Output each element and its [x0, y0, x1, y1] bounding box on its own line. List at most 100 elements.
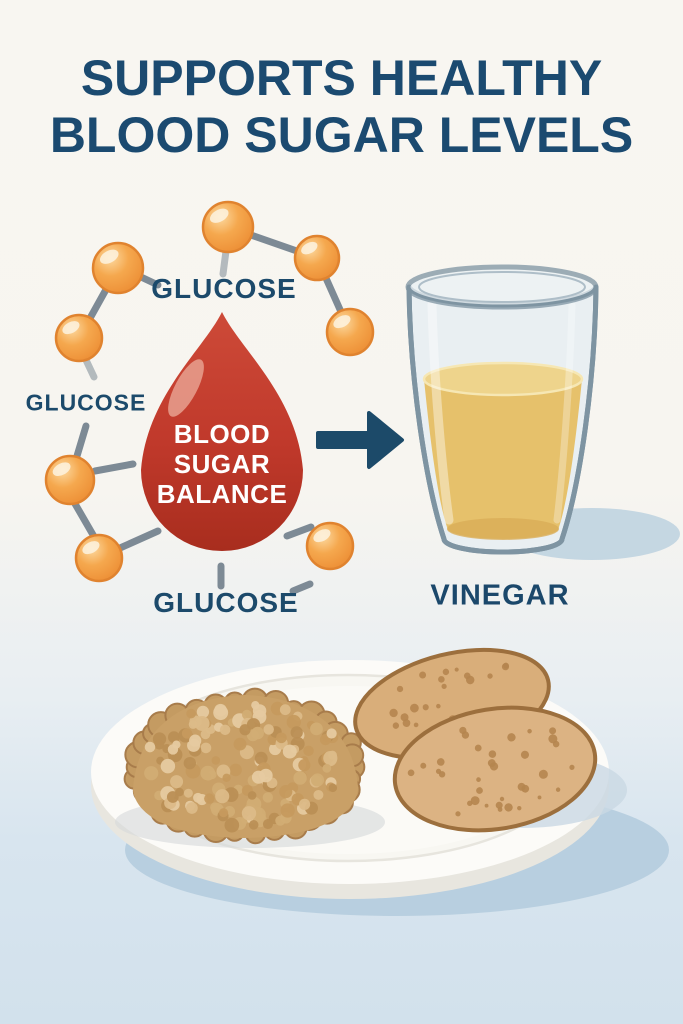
molecule-bond [116, 527, 162, 552]
cracker-speckle [407, 769, 415, 777]
grain-dot [200, 742, 212, 754]
grain-dot [298, 798, 311, 811]
blood-drop-highlight [168, 359, 204, 417]
grain-dot [252, 704, 267, 718]
cracker-speckle [501, 663, 510, 671]
molecule-highlight [333, 315, 351, 329]
glucose-molecule [74, 533, 124, 583]
cracker-speckle [499, 796, 505, 802]
glucose-label-bottom: GLUCOSE [153, 587, 299, 618]
grain-dot [222, 773, 231, 782]
cracker-speckle [517, 805, 522, 811]
cracker-speckle [420, 762, 427, 769]
grain-dot [196, 705, 210, 719]
cracker-speckle [470, 796, 480, 806]
cracker-speckle [438, 676, 445, 683]
grain-dot [144, 766, 159, 781]
vinegar-label: VINEGAR [430, 579, 570, 612]
grain-dot [219, 808, 229, 818]
grain-dot [200, 765, 216, 781]
cracker-speckle [441, 683, 447, 690]
grain-dot [263, 724, 274, 735]
cracker-speckle [461, 731, 470, 739]
molecule-bond [82, 356, 98, 381]
cracker-speckle [410, 703, 419, 713]
grain-dot [204, 793, 215, 804]
grain-dot [188, 720, 198, 729]
blood-drop-label-line-2: SUGAR [173, 449, 271, 479]
glucose-molecule [325, 307, 375, 357]
grain-dot [303, 745, 314, 757]
blood-drop-label-line-3: BALANCE [156, 479, 288, 509]
glucose-molecule [54, 313, 104, 363]
glass-highlight-left [427, 300, 454, 525]
blood-drop [141, 312, 303, 551]
grain-dot [241, 709, 252, 720]
liquid-bottom-shade [447, 518, 559, 540]
cracker-speckle [476, 787, 483, 794]
cracker-speckle [474, 744, 482, 752]
cracker-speckle [552, 740, 560, 748]
grain-dot [144, 741, 156, 753]
grain-dot [239, 724, 251, 736]
grain-dot [298, 759, 311, 772]
grain-dot [154, 739, 165, 750]
grain-dot [186, 708, 196, 719]
grain-dot [326, 728, 337, 739]
cracker-speckle [504, 803, 513, 812]
glass-outline [406, 286, 599, 555]
grain-dot [279, 704, 291, 716]
cracker-speckle [392, 722, 400, 729]
glucose-molecule [201, 200, 255, 254]
grain-dot [181, 728, 193, 739]
grain-dot [280, 803, 295, 818]
grain-dot [254, 751, 268, 765]
grain-dot [247, 791, 257, 800]
molecule-highlight [52, 462, 71, 476]
cracker-speckle [517, 782, 526, 791]
molecule-bond [73, 422, 90, 460]
grain-dot [186, 802, 198, 814]
cracker-front-speckles [407, 726, 575, 817]
grain-dot [167, 731, 180, 744]
grain-dot [293, 771, 307, 785]
grain-dot [276, 732, 287, 744]
glucose-label-left: GLUCOSE [25, 389, 147, 416]
cracker-speckle [436, 703, 441, 709]
cracker-speckle [495, 801, 503, 809]
grain-dot [328, 783, 338, 793]
molecule-highlight [82, 541, 100, 555]
grain-dot [233, 737, 247, 751]
cracker-speckle [484, 803, 489, 808]
blood-drop-label: BLOOD SUGAR BALANCE [157, 419, 288, 509]
molecule-highlight [62, 321, 80, 335]
glucose-molecule [44, 454, 96, 506]
grain-dot [248, 820, 259, 830]
cracker-speckle [549, 727, 557, 735]
grain-dot [224, 817, 240, 833]
grain-dot [211, 756, 221, 765]
cracker-speckle [487, 759, 496, 767]
title-line-1: SUPPORTS HEALTHY [80, 50, 603, 106]
cracker-speckle [419, 671, 427, 679]
grain-dot [322, 763, 332, 773]
cracker-speckle [476, 777, 481, 782]
grain-dot [170, 775, 184, 789]
grain-dot [183, 788, 193, 798]
glucose-molecules [44, 200, 375, 583]
cracker-speckle [455, 811, 461, 817]
cracker-speckle [465, 675, 475, 685]
cracker-speckle [396, 685, 404, 693]
molecule-highlight [99, 249, 119, 264]
glass-highlight-right [553, 301, 576, 524]
cracker-speckle [435, 768, 442, 774]
grain-dot [166, 791, 179, 803]
molecule-bond [219, 247, 230, 278]
cracker-front [392, 705, 598, 833]
cracker-speckle [569, 764, 575, 770]
grain-dot [215, 789, 230, 804]
cracker-speckle [537, 795, 542, 800]
grain-dot [279, 785, 293, 799]
title-line-2: BLOOD SUGAR LEVELS [49, 107, 634, 163]
cracker-speckle [487, 673, 493, 679]
